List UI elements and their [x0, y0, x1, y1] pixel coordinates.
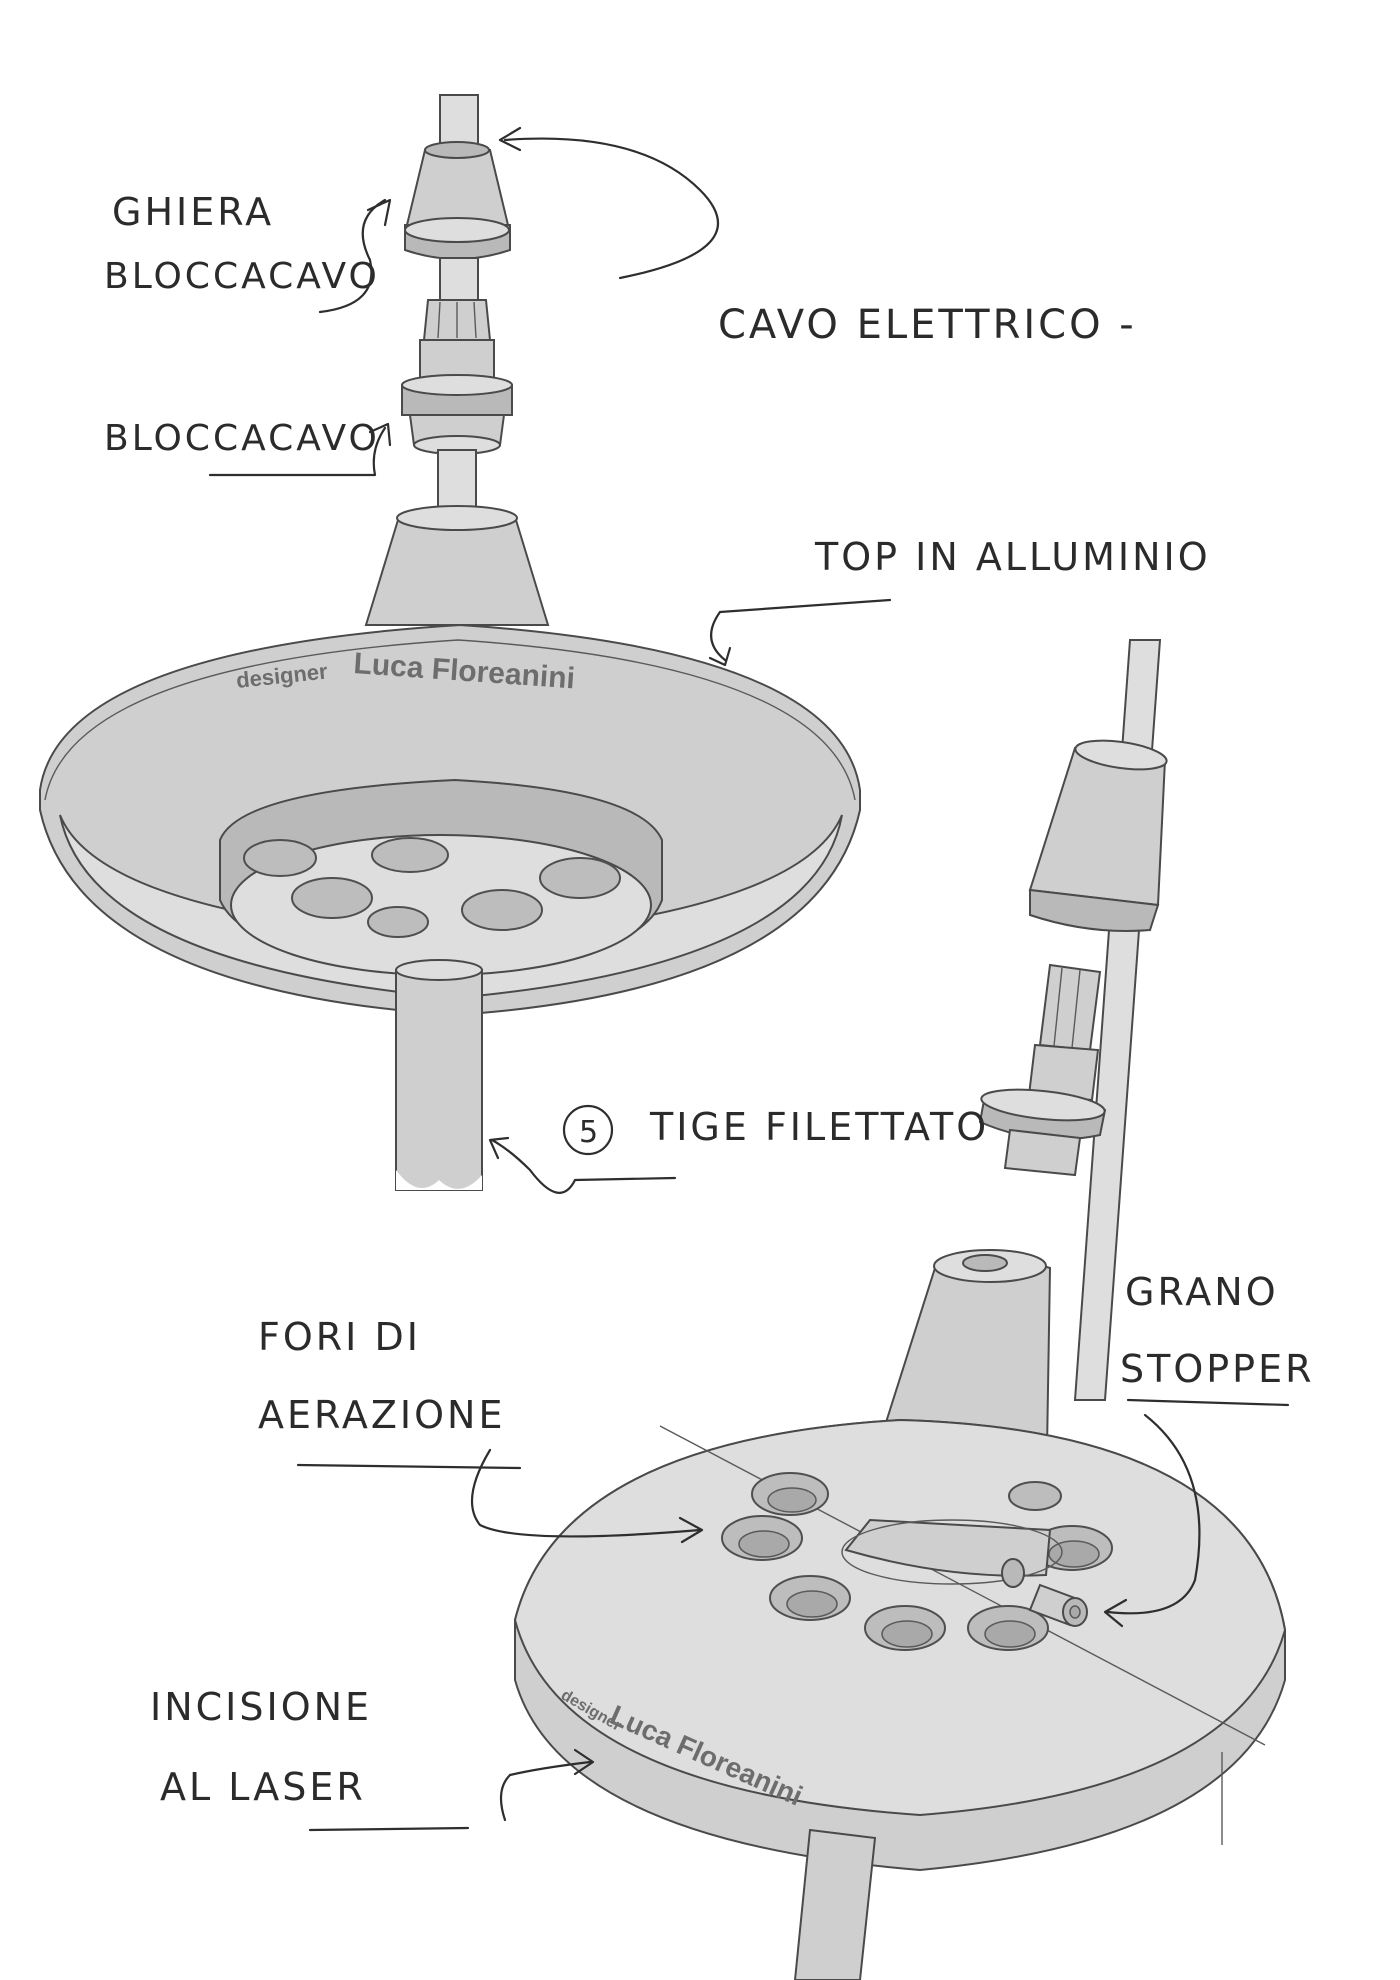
callout-top: TOP IN ALLUMINIO: [708, 535, 1211, 667]
arrowhead-tige: [488, 1136, 510, 1160]
arrowhead-fori: [678, 1516, 704, 1544]
label-fori-line2: AERAZIONE: [258, 1393, 505, 1437]
underline-incisione: [308, 1826, 470, 1832]
leader-grano: [1106, 1413, 1201, 1615]
vent-holes: [721, 1472, 1113, 1651]
arrowhead-grano: [1103, 1598, 1128, 1628]
label-ghiera-line2: BLOCCACAVO: [104, 256, 380, 297]
lower-threaded-rod: [793, 1828, 877, 1980]
arrowhead-bloccacavo: [368, 422, 392, 447]
upper-threaded-rod: [395, 969, 483, 1191]
label-tige-number: 5: [579, 1115, 601, 1150]
label-bloccacavo: BLOCCACAVO: [104, 418, 380, 459]
callout-fori: FORI DI AERAZIONE: [258, 1315, 704, 1544]
leader-cavo: [503, 137, 720, 280]
callout-incisione: INCISIONE AL LASER: [150, 1685, 595, 1832]
leader-ghiera: [318, 198, 387, 314]
arrowhead-ghiera: [366, 198, 392, 227]
lower-cable-lock: [1038, 963, 1102, 1052]
callout-cavo: CAVO ELETTRICO -: [498, 126, 1137, 348]
lower-assembly: designer Luca Floreanini: [513, 639, 1287, 1980]
callout-ghiera: GHIERA BLOCCACAVO: [104, 190, 392, 314]
set-screw-hole: [1001, 1558, 1025, 1588]
arrowhead-cavo: [498, 126, 522, 152]
callout-grano: GRANO STOPPER: [1103, 1270, 1315, 1628]
upper-assembly: designer Luca Floreanini: [39, 94, 861, 1191]
leader-top: [710, 598, 892, 662]
underline-fori: [296, 1463, 522, 1470]
label-incisione-line2: AL LASER: [160, 1765, 366, 1809]
label-grano-line2: STOPPER: [1120, 1347, 1315, 1391]
leader-incisione: [499, 1760, 592, 1822]
arrowhead-incisione: [573, 1748, 595, 1776]
leader-bloccacavo: [208, 426, 387, 477]
label-top: TOP IN ALLUMINIO: [814, 535, 1211, 579]
label-cavo: CAVO ELETTRICO -: [718, 302, 1137, 348]
leader-fori: [470, 1448, 702, 1538]
label-fori-line1: FORI DI: [258, 1315, 421, 1359]
lower-cable-ring: [1028, 746, 1167, 907]
label-grano-line1: GRANO: [1125, 1270, 1279, 1314]
callout-bloccacavo: BLOCCACAVO: [104, 418, 392, 477]
leader-tige: [490, 1138, 677, 1194]
arrowhead-top: [708, 646, 732, 667]
label-tige-circle: [562, 1104, 614, 1156]
callout-tige: 5 TIGE FILETTATO: [488, 1104, 989, 1194]
label-ghiera-line1: GHIERA: [112, 190, 274, 234]
label-tige: TIGE FILETTATO: [649, 1105, 989, 1149]
label-incisione-line1: INCISIONE: [150, 1685, 372, 1729]
underline-grano: [1126, 1398, 1290, 1407]
upper-cable-ring: [405, 149, 510, 226]
